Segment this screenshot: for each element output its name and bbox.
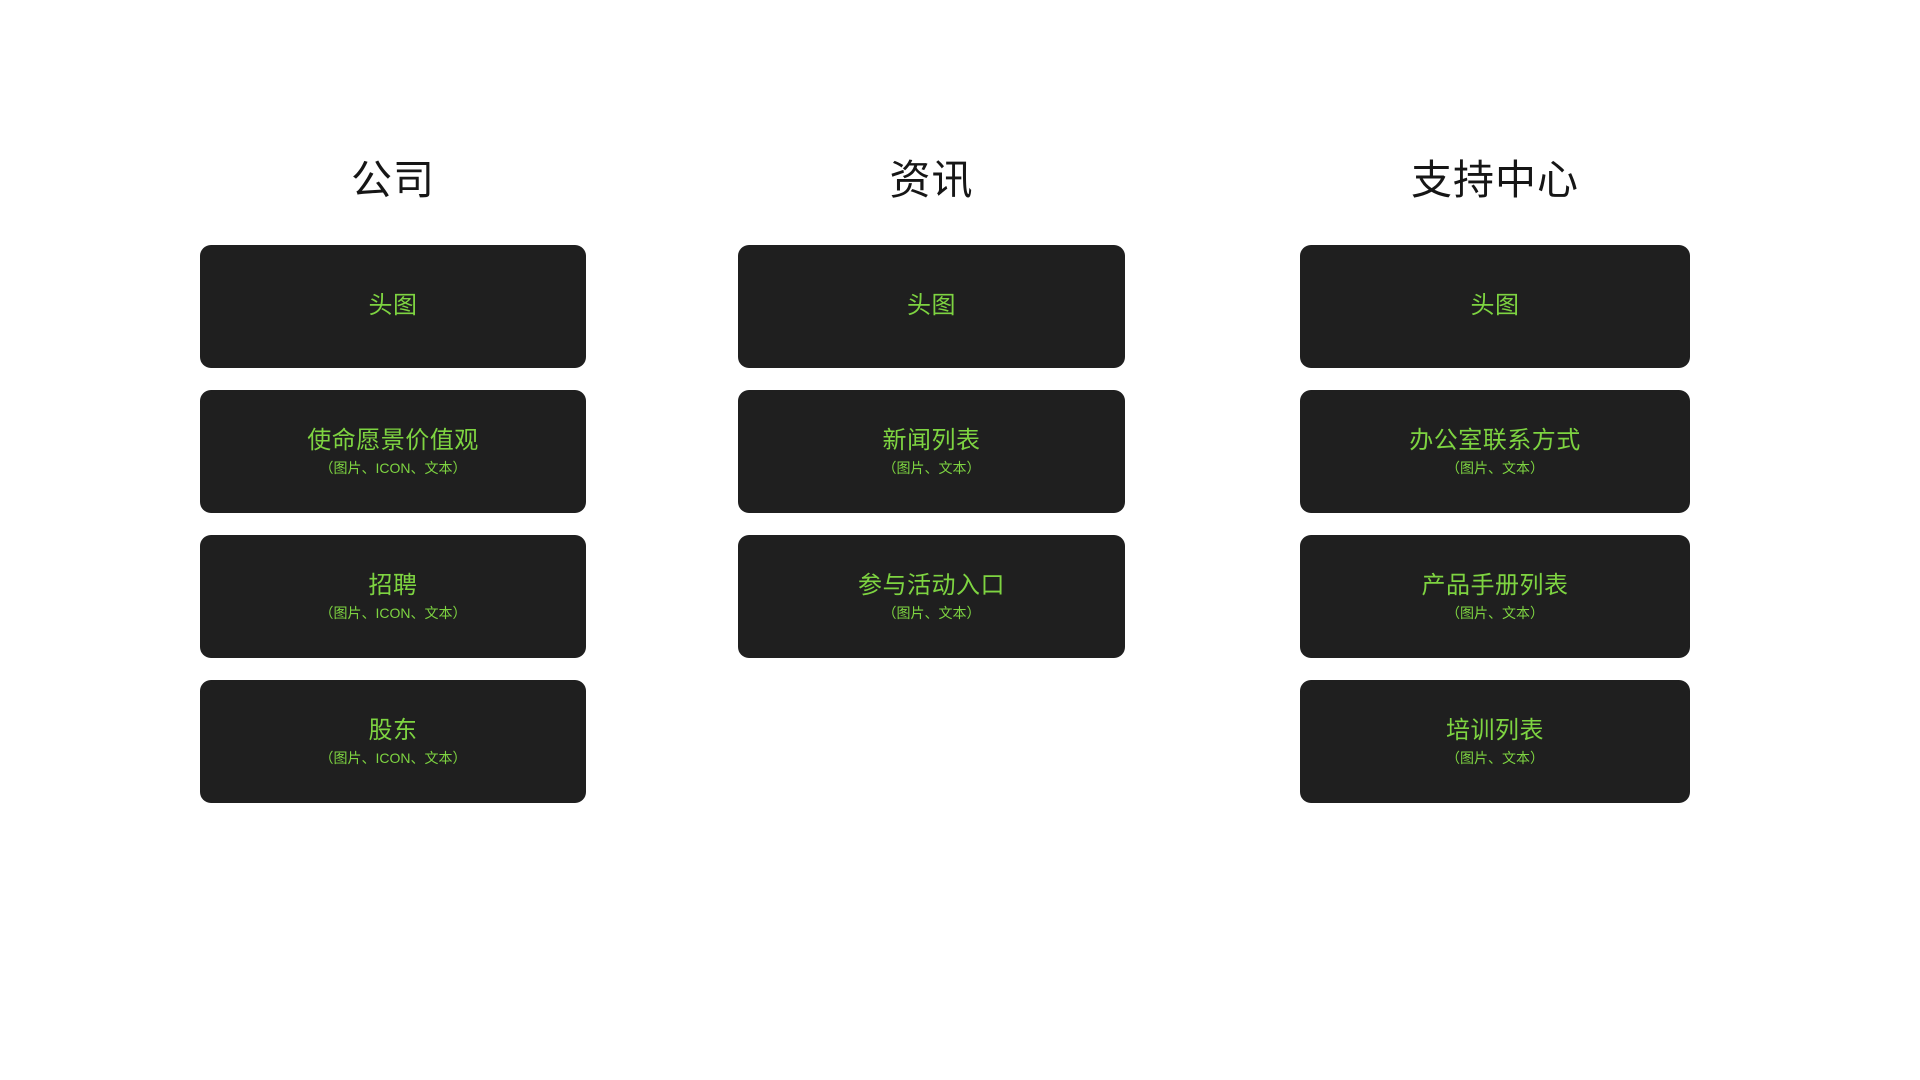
card-support-training-list[interactable]: 培训列表 （图片、文本） bbox=[1300, 680, 1690, 803]
card-title: 办公室联系方式 bbox=[1409, 426, 1581, 454]
sitemap-column-company: 公司 头图 使命愿景价值观 （图片、ICON、文本） 招聘 （图片、ICON、文… bbox=[200, 160, 586, 803]
card-company-hero[interactable]: 头图 bbox=[200, 245, 586, 368]
card-subtitle: （图片、文本） bbox=[882, 460, 981, 477]
card-title: 培训列表 bbox=[1446, 716, 1544, 744]
card-news-event-entry[interactable]: 参与活动入口 （图片、文本） bbox=[738, 535, 1125, 658]
card-title: 参与活动入口 bbox=[858, 571, 1005, 599]
card-title: 头图 bbox=[907, 292, 956, 320]
card-subtitle: （图片、ICON、文本） bbox=[319, 605, 467, 622]
card-support-product-manual-list[interactable]: 产品手册列表 （图片、文本） bbox=[1300, 535, 1690, 658]
column-title-company: 公司 bbox=[351, 157, 435, 203]
card-news-hero[interactable]: 头图 bbox=[738, 245, 1125, 368]
column-title-support-center: 支持中心 bbox=[1411, 157, 1579, 203]
card-title: 头图 bbox=[368, 292, 418, 320]
sitemap-column-news: 资讯 头图 新闻列表 （图片、文本） 参与活动入口 （图片、文本） bbox=[738, 160, 1125, 658]
card-subtitle: （图片、ICON、文本） bbox=[319, 750, 467, 767]
card-title: 新闻列表 bbox=[882, 426, 981, 454]
card-subtitle: （图片、文本） bbox=[1446, 460, 1544, 477]
card-support-office-contact[interactable]: 办公室联系方式 （图片、文本） bbox=[1300, 390, 1690, 513]
card-subtitle: （图片、ICON、文本） bbox=[319, 460, 467, 477]
card-company-shareholders[interactable]: 股东 （图片、ICON、文本） bbox=[200, 680, 586, 803]
card-company-mission-vision-values[interactable]: 使命愿景价值观 （图片、ICON、文本） bbox=[200, 390, 586, 513]
card-title: 招聘 bbox=[368, 571, 418, 599]
card-title: 股东 bbox=[368, 716, 418, 744]
card-company-recruitment[interactable]: 招聘 （图片、ICON、文本） bbox=[200, 535, 586, 658]
column-title-news: 资讯 bbox=[889, 157, 974, 203]
card-subtitle: （图片、文本） bbox=[1446, 750, 1544, 767]
card-subtitle: （图片、文本） bbox=[882, 605, 981, 622]
card-title: 产品手册列表 bbox=[1421, 571, 1569, 599]
card-news-list[interactable]: 新闻列表 （图片、文本） bbox=[738, 390, 1125, 513]
card-title: 头图 bbox=[1470, 292, 1520, 320]
sitemap-column-support-center: 支持中心 头图 办公室联系方式 （图片、文本） 产品手册列表 （图片、文本） 培… bbox=[1300, 160, 1690, 803]
card-title: 使命愿景价值观 bbox=[307, 426, 479, 454]
card-support-hero[interactable]: 头图 bbox=[1300, 245, 1690, 368]
card-subtitle: （图片、文本） bbox=[1446, 605, 1544, 622]
